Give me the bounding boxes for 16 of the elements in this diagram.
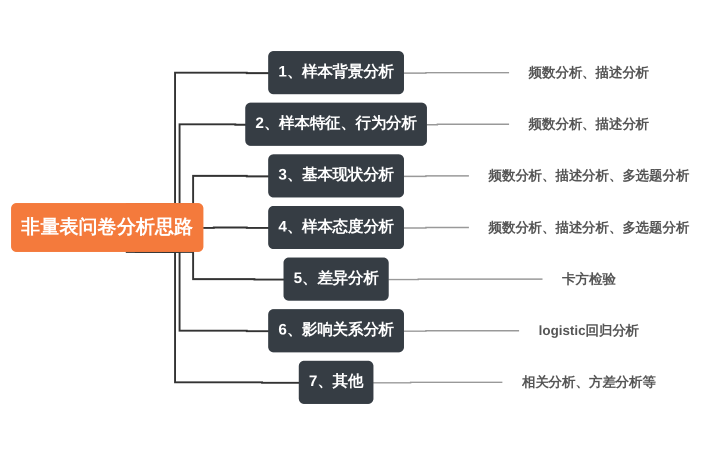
connector [404,330,520,332]
node-text: 卡方检验 [562,270,616,286]
connector [388,278,543,280]
node-text: 相关分析、方差分析等 [522,374,656,390]
node-text: logistic回归分析 [538,322,640,338]
node-text: 频数分析、描述分析 [528,64,650,80]
connector [404,175,470,178]
connector [203,226,270,229]
connector [404,72,510,74]
node-text: 频数分析、描述分析 [528,116,650,132]
connector [426,124,510,126]
connector [404,226,470,229]
node-text: 频数分析、描述分析、多选题分析 [488,168,690,184]
node-text: 频数分析、描述分析、多选题分析 [488,219,690,235]
connector [126,250,300,384]
connector [373,382,503,384]
